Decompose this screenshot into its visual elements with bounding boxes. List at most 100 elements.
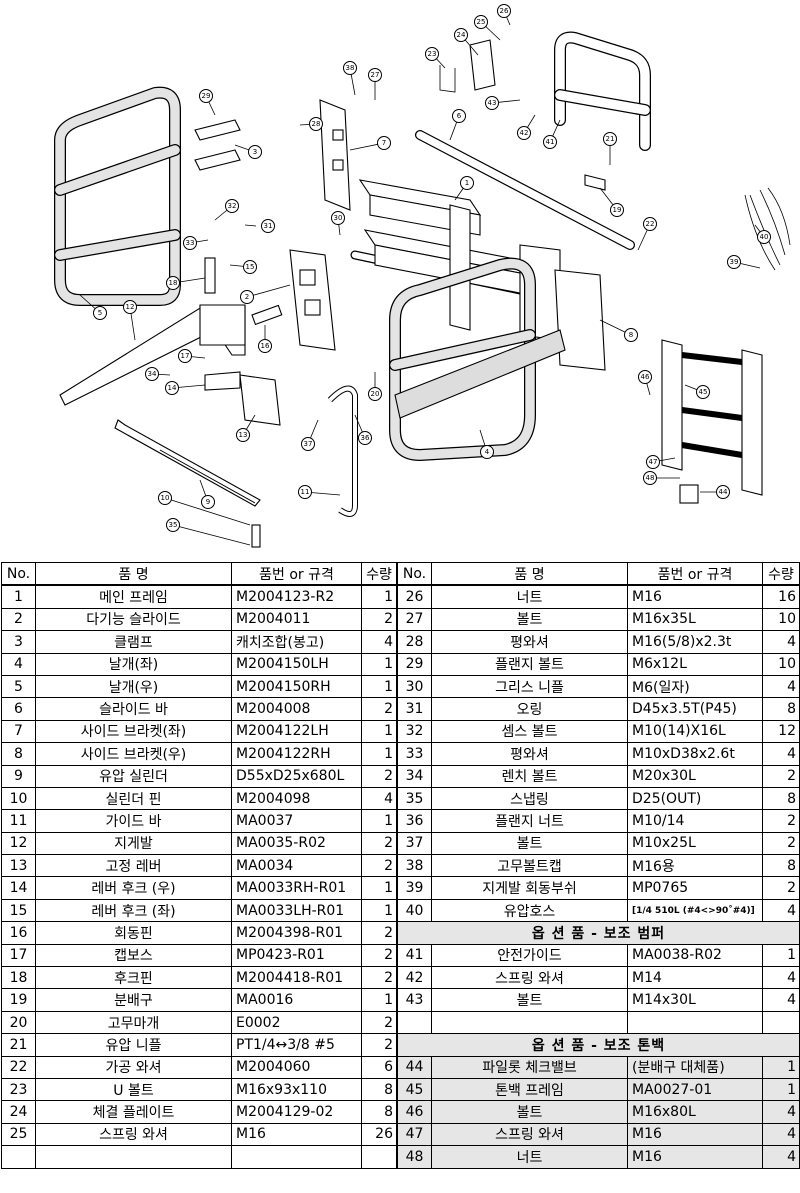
- svg-text:12: 12: [126, 303, 135, 311]
- callout-43: 43: [485, 96, 499, 110]
- part-name: 평와셔: [431, 630, 628, 654]
- part-code: M2004122LH: [231, 719, 362, 744]
- part-name: 스프링 와셔: [431, 1122, 628, 1147]
- part-code: MA0034: [231, 854, 362, 878]
- part-number: 34: [397, 764, 432, 788]
- part-name: 날개(우): [35, 674, 232, 699]
- part-qty: 10: [762, 607, 800, 632]
- part-name: 유압호스: [431, 898, 628, 923]
- svg-text:14: 14: [168, 384, 177, 392]
- part-number: 31: [397, 697, 432, 721]
- callout-36: 36: [358, 431, 372, 445]
- part-name: 셈스 볼트: [431, 719, 628, 744]
- svg-text:11: 11: [301, 488, 310, 496]
- part-code: M2004123-R2: [231, 584, 362, 609]
- callout-32: 32: [225, 199, 239, 213]
- part-number: 29: [397, 652, 432, 676]
- svg-text:30: 30: [334, 214, 343, 222]
- blank-cell: [627, 1010, 763, 1035]
- part-qty: 4: [762, 630, 800, 654]
- part-number: 3: [1, 630, 36, 654]
- part-number: 35: [397, 786, 432, 811]
- header-no: No.: [1, 562, 36, 586]
- part-name: 평와셔: [431, 742, 628, 766]
- part-code: MA0033RH-R01: [231, 876, 362, 900]
- callout-14: 14: [165, 381, 179, 395]
- part-qty: 1: [361, 719, 397, 744]
- section-bumper: 옵 션 품 - 보조 범퍼: [397, 921, 800, 945]
- part-number: 16: [1, 921, 36, 945]
- part-number: 19: [1, 988, 36, 1012]
- part-number: 25: [1, 1122, 36, 1147]
- callout-8: 8: [624, 328, 638, 342]
- part-qty: 26: [361, 1122, 397, 1147]
- part-name: 지게발: [35, 831, 232, 856]
- part-number: 8: [1, 742, 36, 766]
- part-number: 40: [397, 898, 432, 923]
- svg-text:13: 13: [239, 431, 248, 439]
- part-code: M2004418-R01: [231, 966, 362, 990]
- part-code: MP0423-R01: [231, 943, 362, 968]
- part-qty: 4: [361, 630, 397, 654]
- guide-bar-part: [327, 385, 358, 517]
- table-header-row: No. 품 명 품번 or 규격 수량: [1, 562, 397, 586]
- part-number: 1: [1, 584, 36, 609]
- part-number: 22: [1, 1055, 36, 1079]
- part-name: 고무마개: [35, 1010, 232, 1035]
- callout-5: 5: [93, 306, 107, 320]
- part-name: 파일롯 체크밸브: [431, 1055, 628, 1079]
- part-code: D55xD25x680L: [231, 764, 362, 788]
- part-number: 28: [397, 630, 432, 654]
- part-code: M2004129-02: [231, 1100, 362, 1124]
- callout-44: 44: [716, 485, 730, 499]
- section-title: 옵 션 품 - 보조 범퍼: [397, 921, 800, 945]
- part-qty: 2: [361, 854, 397, 878]
- part-code: M16용: [627, 854, 763, 878]
- part-code: MA0016: [231, 988, 362, 1012]
- part-number: 10: [1, 786, 36, 811]
- part-qty: 1: [361, 876, 397, 900]
- svg-text:40: 40: [760, 233, 769, 241]
- wing-right-part: [54, 86, 181, 306]
- callout-48: 48: [643, 471, 657, 485]
- part-code: 캐치조합(봉고): [231, 630, 362, 654]
- hydraulic-hose-part: [744, 187, 791, 271]
- svg-text:48: 48: [646, 474, 655, 482]
- svg-text:44: 44: [719, 488, 728, 496]
- table-header-row: No. 품 명 품번 or 규격 수량: [397, 562, 800, 586]
- part-qty: 1: [762, 1055, 800, 1079]
- part-name: 클램프: [35, 630, 232, 654]
- header-name: 품 명: [431, 562, 628, 586]
- part-number: 42: [397, 966, 432, 990]
- safety-guide-part: [554, 31, 651, 151]
- callout-6: 6: [452, 109, 466, 123]
- part-name: 고무볼트캡: [431, 854, 628, 878]
- part-name: 스프링 와셔: [35, 1122, 232, 1147]
- part-number: 30: [397, 674, 432, 699]
